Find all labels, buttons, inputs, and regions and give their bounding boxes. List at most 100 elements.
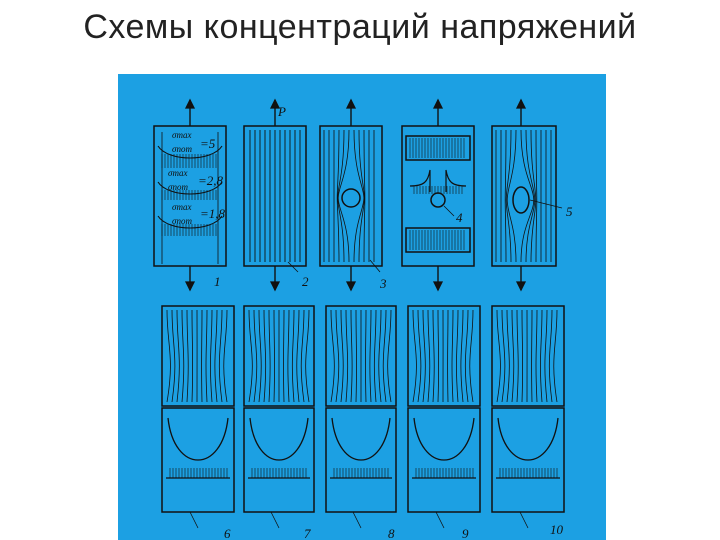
panel-5-flowline <box>505 129 512 263</box>
stress-concentration-figure: P σmax σnom =5 σmax σnom =2,8 σmax σnom … <box>118 74 606 540</box>
row2-panel-1-flowline <box>171 309 176 403</box>
row3-panel-2-leader <box>270 511 280 529</box>
row2-panel-1-outline <box>161 305 235 407</box>
row2-panel-1-flowline <box>210 309 213 403</box>
panel-5-flowline <box>525 129 536 263</box>
panel-5-leader <box>529 199 563 209</box>
row2-panel-2-flowline <box>287 309 290 403</box>
row2-panel-4-flowline <box>456 309 459 403</box>
panel-5-flowline <box>535 129 538 263</box>
row2-panel-3-outline <box>325 305 397 407</box>
ratio-1-num: σmax <box>172 130 191 140</box>
panel-5-arrow-top-head <box>515 98 527 109</box>
row2-panel-1-flowline <box>205 309 208 403</box>
row2-panel-1-flowline <box>223 309 228 403</box>
panel-3-hole <box>341 188 361 208</box>
row2-panel-2-flowline <box>258 309 262 403</box>
panel-2-arrow-top-head <box>269 98 281 109</box>
row2-panel-1-flowline <box>176 309 180 403</box>
row3-panel-1-outline <box>161 407 235 513</box>
row2-panel-5-flowline <box>516 309 519 403</box>
ratio-3-den: σnom <box>172 216 192 226</box>
row2-panel-2-flowline <box>248 309 253 403</box>
row3-panel-5-leader <box>519 511 529 529</box>
callout-3: 3 <box>379 276 387 291</box>
ratio-3-num: σmax <box>172 202 191 212</box>
row2-panel-1-flowline <box>214 309 218 403</box>
row2-panel-3-flowline <box>365 309 367 403</box>
panel-1-arrow-top-head <box>184 98 196 109</box>
panel-3-arrow-bottom-head <box>345 281 357 292</box>
panel-4-arrow-bottom-head <box>432 281 444 292</box>
panel-3-flowline <box>337 129 345 263</box>
row2-panel-4-flowline <box>427 309 431 403</box>
row3-panel-4-curve <box>413 417 475 461</box>
panel-4-peak-l <box>409 169 431 192</box>
row2-panel-3-flowline <box>345 309 349 403</box>
row2-panel-3-flowline <box>340 309 344 403</box>
row2-panel-4-flowline <box>432 309 435 403</box>
panel-1-arrow-bottom-head <box>184 281 196 292</box>
row3-panel-3-outline <box>325 407 397 513</box>
row2-panel-4-outline <box>407 305 481 407</box>
row3-panel-3-curve <box>331 417 391 461</box>
panel-4-band-bottom <box>405 227 471 253</box>
panel-3-arrow-top-head <box>345 98 357 109</box>
row2-panel-4-flowline <box>422 309 426 403</box>
row2-panel-5-outline <box>491 305 565 407</box>
row2-panel-2-flowline <box>273 309 275 403</box>
row2-panel-4-flowline <box>412 309 417 403</box>
row2-panel-2-outline <box>243 305 315 407</box>
callout-6: 6 <box>224 526 231 540</box>
row2-panel-4-flowline <box>469 309 474 403</box>
panel-2-leader <box>287 261 299 273</box>
row2-panel-4-flowline <box>464 309 469 403</box>
slide-title: Схемы концентраций напряжений <box>83 8 637 46</box>
ratio-2-value: =2,8 <box>198 173 224 188</box>
row3-panel-3-leader <box>352 511 362 529</box>
panel-5-flowline <box>530 129 537 263</box>
row3-panel-1-leader <box>189 511 199 529</box>
row2-panel-3-flowline <box>387 309 392 403</box>
row2-panel-5-flowline <box>501 309 506 403</box>
row3-panel-2-curve <box>249 417 309 461</box>
row2-panel-1-flowline <box>181 309 185 403</box>
callout-5: 5 <box>566 204 573 219</box>
ratio-1-den: σnom <box>172 144 192 154</box>
callout-2: 2 <box>302 274 309 289</box>
row2-panel-3-flowline <box>382 309 387 403</box>
panel-3-flowline <box>358 129 365 263</box>
panel-4-arrow-top-head <box>432 98 444 109</box>
row2-panel-3-flowline <box>369 309 372 403</box>
row2-panel-3-flowline <box>330 309 335 403</box>
ratio-1-value: =5 <box>200 136 216 151</box>
panel-3-flowline <box>353 129 365 263</box>
row2-panel-2-flowline <box>300 309 305 403</box>
row2-panel-2-flowline <box>283 309 285 403</box>
panel-5-outline <box>491 125 557 267</box>
row3-panel-5-curve <box>497 417 559 461</box>
row2-panel-2-flowline <box>296 309 300 403</box>
panel-5-flowline <box>506 129 517 263</box>
panel-4-leader <box>443 205 455 217</box>
load-label: P <box>277 104 286 119</box>
callout-9: 9 <box>462 526 469 540</box>
ratio-2-num: σmax <box>168 168 187 178</box>
row2-panel-3-flowline <box>350 309 353 403</box>
row2-panel-1-flowline <box>186 309 189 403</box>
panel-3-flowline <box>363 129 366 263</box>
row2-panel-2-flowline <box>305 309 310 403</box>
panel-5-hole <box>512 186 530 214</box>
callout-10: 10 <box>550 522 564 537</box>
callout-7: 7 <box>304 526 311 540</box>
row2-panel-1-flowline <box>218 309 223 403</box>
row2-panel-3-flowline <box>335 309 340 403</box>
panel-3-leader <box>369 259 381 273</box>
panel-4-band-top <box>405 135 471 161</box>
row2-panel-5-flowline <box>548 309 553 403</box>
row2-panel-3-flowline <box>373 309 377 403</box>
row2-panel-5-flowline <box>506 309 510 403</box>
panel-3-flowline <box>337 129 350 263</box>
row2-panel-2-flowline <box>253 309 258 403</box>
row3-panel-4-outline <box>407 407 481 513</box>
